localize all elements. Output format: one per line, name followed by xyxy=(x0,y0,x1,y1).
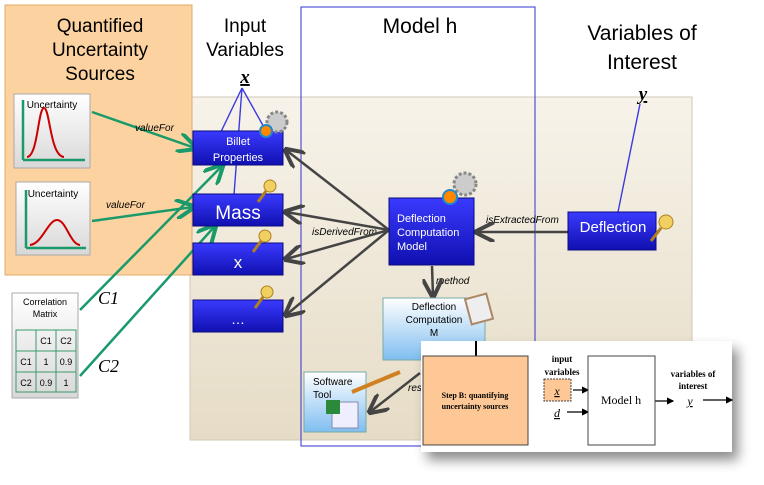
matrix-cell: C1 xyxy=(20,357,32,367)
dark-arrows xyxy=(286,150,568,412)
matrix-header: C2 xyxy=(60,336,72,346)
inputs-title-1: Input xyxy=(224,16,267,37)
correlation-matrix[interactable]: Correlation Matrix C1 C2 C1 1 0.9 C2 0.9… xyxy=(11,292,79,399)
edge-label-value-for: valueFor xyxy=(106,200,146,211)
key-icon xyxy=(251,229,272,253)
node-label: Mass xyxy=(215,203,260,224)
inset-figure: Step B: quantifying uncertainty sources … xyxy=(421,341,734,452)
spreadsheet-icon xyxy=(326,400,359,429)
edge-label-res: res xyxy=(408,383,422,394)
node-label: Deflection xyxy=(580,219,647,236)
gear-icon xyxy=(442,171,478,205)
x-symbol: x xyxy=(239,67,250,88)
node-label: Computation xyxy=(397,227,459,239)
step-b-label-2: uncertainty sources xyxy=(442,402,509,411)
inset-model-label: Model h xyxy=(601,393,641,407)
sources-title-3: Sources xyxy=(65,64,135,85)
matrix-cell: 1 xyxy=(63,378,68,388)
distribution-curve xyxy=(29,218,81,246)
matrix-cell: 1 xyxy=(43,357,48,367)
uncertainty-label: Uncertainty xyxy=(27,100,78,111)
inset-d: d xyxy=(554,406,561,420)
key-icon xyxy=(649,214,674,242)
sources-title-1: Quantified xyxy=(57,16,144,37)
interest-title-1: Variables of xyxy=(587,22,697,45)
matrix-cell: C2 xyxy=(20,378,32,388)
edge-label-is-derived-from: isDerivedFrom xyxy=(312,227,377,238)
node-x[interactable]: x xyxy=(192,242,284,276)
model-h-frame xyxy=(300,6,536,447)
node-label: … xyxy=(231,311,245,327)
interest-title-2: Interest xyxy=(607,51,677,74)
edge-label-value-for: valueFor xyxy=(135,123,175,134)
gear-icon xyxy=(259,110,289,138)
uncertainty-box-1[interactable]: Uncertainty xyxy=(13,93,91,169)
inputs-title-2: Variables xyxy=(206,40,284,61)
matrix-title-1: Correlation xyxy=(23,297,67,307)
wrench-icon xyxy=(351,370,401,394)
distribution-curve xyxy=(26,106,65,158)
clipboard-icon xyxy=(463,292,495,326)
node-label: Software xyxy=(313,377,353,388)
y-symbol: y xyxy=(637,84,648,105)
node-more[interactable]: … xyxy=(192,299,284,333)
step-b-box xyxy=(422,355,529,446)
edge-label-is-extracted-from: isExtractedFrom xyxy=(486,215,559,226)
inset-output-label-2: interest xyxy=(679,381,708,391)
node-label: Billet xyxy=(226,136,250,148)
node-label: Deflection xyxy=(397,213,446,225)
inset-input-label-1: input xyxy=(552,354,573,364)
matrix-cell: 0.9 xyxy=(60,357,73,367)
inset-input-label-2: variables xyxy=(545,367,580,377)
key-icon xyxy=(253,285,274,309)
c2-label: C2 xyxy=(98,356,119,376)
matrix-cell: 0.9 xyxy=(40,378,53,388)
node-label: x xyxy=(234,253,243,272)
node-label: Properties xyxy=(213,152,264,164)
node-deflection[interactable]: Deflection xyxy=(567,211,657,251)
node-mass[interactable]: Mass xyxy=(192,193,284,227)
inset-output-label-1: variables of xyxy=(671,369,717,379)
node-label: Deflection xyxy=(412,302,456,313)
node-deflection-computation-model[interactable]: Deflection Computation Model xyxy=(388,197,475,266)
titles: Quantified Uncertainty Sources Input Var… xyxy=(52,15,697,85)
node-label: M xyxy=(430,328,438,339)
uncertainty-box-2[interactable]: Uncertainty xyxy=(15,181,91,256)
key-icon xyxy=(256,179,277,203)
node-label: Model xyxy=(397,241,427,253)
node-label: Computation xyxy=(406,315,463,326)
inset-y: y xyxy=(686,394,693,408)
edge-label-method: method xyxy=(436,276,470,287)
sources-title-2: Uncertainty xyxy=(52,40,149,61)
c1-label: C1 xyxy=(98,288,119,308)
step-b-label-1: Step B: quantifying xyxy=(442,391,509,400)
node-label: Tool xyxy=(313,390,331,401)
matrix-title-2: Matrix xyxy=(33,309,58,319)
inset-x: x xyxy=(553,384,560,398)
model-title: Model h xyxy=(383,15,458,38)
matrix-header: C1 xyxy=(40,336,52,346)
uncertainty-label: Uncertainty xyxy=(28,189,79,200)
